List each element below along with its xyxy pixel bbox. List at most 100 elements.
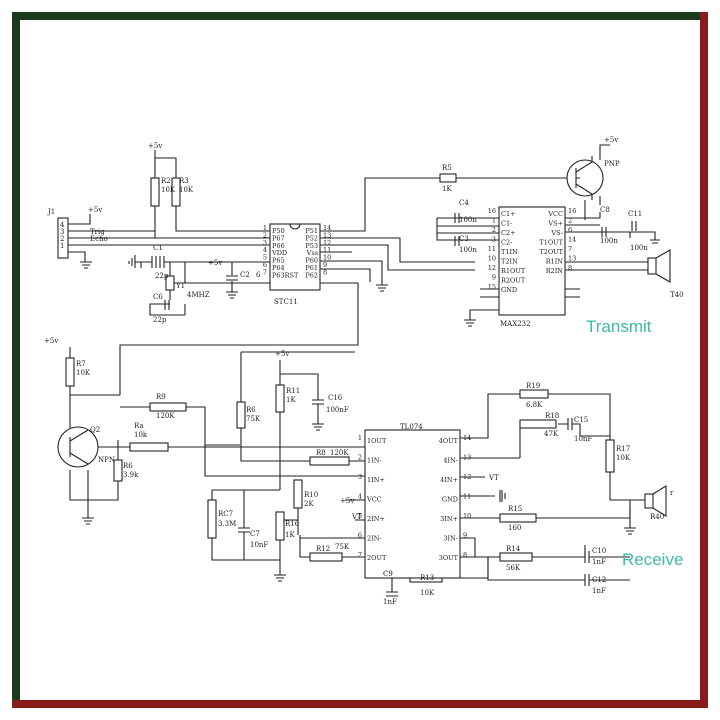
label-j1-vcc: +5v [88,206,102,214]
max232-left-pin-number: 9 [492,274,496,282]
label-c7: C7 [250,530,260,538]
value-r15: 160 [508,524,521,532]
value-c6: 22p [153,316,167,324]
label-c1: C1 [153,244,163,252]
label-r2: R2 [161,177,171,185]
max232-right-pin-number: 14 [568,236,576,244]
label-c12: C12 [592,576,606,584]
value-r16: 1K [285,531,295,539]
value-r19: 6.8K [526,401,543,409]
label-echo: Echo [90,235,108,243]
resistor-ra [129,442,169,452]
value-c3: 100n [459,246,477,254]
value-r13: 10K [420,589,435,597]
tl074-left-pin-number: 2 [358,454,362,462]
stc11-left-pin-name: P63RST [272,271,299,279]
value-r3: 10K [179,186,194,194]
label-supply-pnp: +5v [604,136,618,144]
stc11-left-pin-number: 4 [263,246,267,254]
max232-left-pin-name: T2IN [501,258,518,266]
stc11-left-pin-number: 5 [263,254,267,262]
label-r5: R5 [442,164,452,172]
speaker-r40 [644,493,654,509]
label-c10: C10 [592,547,606,555]
resistor-r9 [149,402,187,412]
max232-right-pin-name: T2OUT [539,248,563,256]
stc11-left-pin-name: P65 [272,257,285,265]
max232-left-pin-number: 3 [492,236,496,244]
label-c8: C8 [600,206,610,214]
tl074-left-pin-name: 2OUT [367,554,387,562]
value-c15: 10nF [574,435,592,443]
stc11-right-pin-number: 14 [323,224,331,232]
stc11-right-pin-number: 9 [323,261,327,269]
label-ra: Ra [134,422,144,430]
max232-left-pin-number: 12 [488,264,496,272]
label-r14: R14 [506,545,521,553]
resistor-r18 [519,419,557,429]
value-c7: 10nF [250,541,268,549]
label-pnp: PNP [604,160,620,168]
max232-left-pin-number: 15 [488,283,496,291]
tl074-left-pin-number: 5 [358,512,362,520]
value-r10: 2K [304,500,314,508]
max232-right-pin-name: R2IN [546,267,564,275]
max232-left-pin-number: 10 [488,255,496,263]
resistor-r15 [499,513,537,523]
resistor-r8 [309,456,350,466]
label-r7: R7 [76,360,86,368]
max232-right-pin-number: 16 [568,207,576,215]
value-c10: 1nF [592,558,606,566]
label-r19: R19 [526,382,540,390]
max232-right-pin-number: 8 [568,264,572,272]
stc11-left-pin-name: P67 [272,234,285,242]
max232-left-pin-name: C2- [501,239,512,247]
tl074-right-pin-number: 8 [463,551,467,559]
label-r8: R8 [316,449,326,457]
tl074-right-pin-name: 4IN+ [440,476,458,484]
tl074-right-pin-number: 11 [463,493,471,501]
transistor-pnp [566,159,604,197]
max232-left-pin-name: GND [501,286,517,294]
label-r10: R10 [304,491,318,499]
frame-border-left [12,12,20,708]
stc11-right-pin-name: P52 [305,234,318,242]
value-c12: 1nF [592,587,606,595]
value-c9: 1nF [383,598,397,606]
value-rc7: 3.3M [218,520,236,528]
label-j1-pin2: 2 [60,235,64,243]
stc11-right-pin-name: P51 [305,227,318,235]
max232-right-pin-name: R1IN [546,258,564,266]
stc11-left-pin-number: 1 [263,224,267,232]
label-r9: R9 [156,393,166,401]
max232-right-pin-number: 6 [568,226,572,234]
stc11-right-pin-number: 10 [323,254,331,262]
label-r3: R3 [179,177,189,185]
tl074-right-pin-number: 12 [463,473,471,481]
max232-left-pin-name: C2+ [501,229,516,237]
value-r11: 1K [286,396,296,404]
stc11-left-pin-number: 6 [263,261,267,269]
max232-left-pin-number: 11 [488,245,496,253]
value-r5: 1K [442,185,452,193]
label-j1: J1 [47,208,55,216]
value-r14: 56K [506,564,521,572]
tl074-left-pin-name: 1IN+ [367,476,385,484]
label-y1: Y1 [175,282,185,290]
tl074-left-pin-number: 7 [358,551,362,559]
stc11-left-pin-name: P50 [272,227,285,235]
label-r6-npn: R6 [123,462,133,470]
tl074-right-pin-name: 3IN- [443,535,458,543]
resistor-rc7 [207,499,217,539]
value-c2: 6 [256,271,261,279]
value-c11: 100n [630,244,648,252]
label-r11: R11 [286,387,300,395]
max232-right-pin-number: 7 [568,245,572,253]
label-vt-right: VT [488,474,499,482]
stc11-right-pin-name: P60 [305,257,318,265]
label-t40: T40 [670,291,684,299]
label-c11: C11 [628,210,642,218]
label-rc7: RC7 [218,510,233,518]
